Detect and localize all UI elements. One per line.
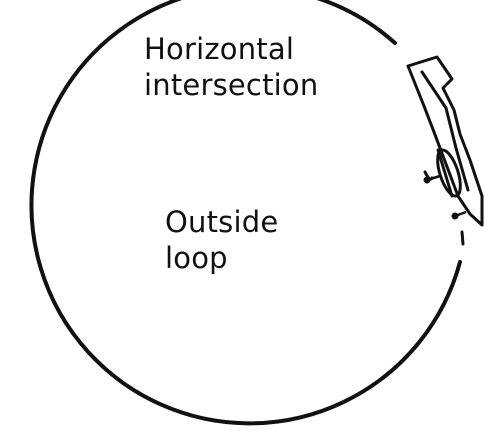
- pointer-line-1: [426, 174, 441, 182]
- pen-tip-ellipse: [436, 148, 462, 198]
- pointer-line-2: [454, 210, 467, 218]
- outside-loop-label-line2: loop: [165, 241, 228, 275]
- horizontal-intersection-label-line2: intersection: [144, 68, 319, 102]
- outside-loop-label: Outside loop: [165, 204, 278, 276]
- outside-loop-circle-stub: [460, 230, 465, 246]
- horizontal-intersection-label-line1: Horizontal: [144, 32, 295, 66]
- outside-loop-circle: [29, 0, 462, 426]
- pen-tip-line: [436, 148, 454, 198]
- pen-icon: [406, 55, 484, 227]
- pen-inner-line: [420, 70, 470, 192]
- outside-loop-label-line1: Outside: [165, 205, 279, 239]
- horizontal-intersection-label: Horizontal intersection: [144, 31, 318, 103]
- pen-body-outline: [406, 55, 484, 227]
